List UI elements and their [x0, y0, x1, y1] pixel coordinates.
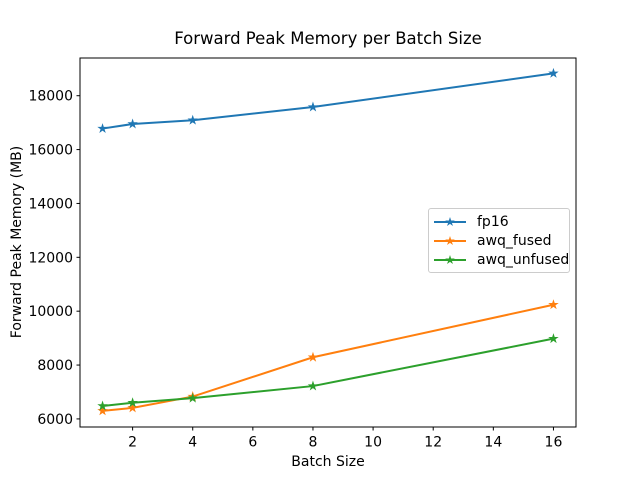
star-marker-icon	[548, 299, 559, 310]
x-tick-label: 6	[248, 435, 257, 451]
x-tick-label: 16	[545, 435, 563, 451]
legend-line-sample-icon	[434, 235, 466, 245]
x-tick-label: 4	[188, 435, 197, 451]
series-fp16	[97, 67, 559, 134]
legend-line-sample-icon	[434, 216, 466, 226]
chart-title: Forward Peak Memory per Batch Size	[174, 29, 482, 48]
y-tick-label: 16000	[28, 143, 73, 159]
x-tick-label: 12	[424, 435, 442, 451]
y-tick-label: 12000	[28, 250, 73, 266]
legend-entry-awq-fused: awq_fused	[433, 231, 569, 250]
legend-label: fp16	[477, 213, 509, 230]
star-marker-icon	[187, 114, 198, 125]
y-axis-label: Forward Peak Memory (MB)	[9, 145, 25, 339]
star-marker-icon	[187, 392, 198, 403]
star-marker-icon	[97, 400, 108, 411]
y-tick-label: 8000	[37, 358, 73, 374]
x-axis-label: Batch Size	[291, 454, 365, 470]
legend-label: awq_unfused	[477, 251, 570, 268]
star-marker-icon	[127, 118, 138, 129]
star-marker-icon	[127, 397, 138, 408]
series-line	[101, 337, 555, 407]
star-marker-icon	[548, 67, 559, 78]
star-marker-icon	[307, 380, 319, 391]
y-axis: 6000 8000 10000 12000 14000 16000 18000	[28, 89, 80, 428]
y-tick-label: 10000	[28, 304, 73, 320]
legend-sample-star-icon	[445, 235, 455, 245]
legend: fp16 awq_fused awq_unfused	[428, 208, 570, 273]
legend-entry-awq-unfused: awq_unfused	[433, 250, 569, 269]
star-marker-icon	[548, 333, 559, 344]
x-tick-label: 8	[309, 435, 318, 451]
series-awq_fused	[97, 299, 559, 416]
series-line	[101, 72, 555, 130]
legend-entry-fp16: fp16	[433, 212, 569, 231]
star-marker-icon	[307, 101, 319, 112]
x-tick-label: 2	[128, 435, 137, 451]
legend-label: awq_fused	[477, 232, 552, 249]
legend-line-sample-icon	[434, 254, 466, 264]
legend-sample-star-icon	[445, 216, 455, 226]
axes-spines	[79, 57, 577, 428]
y-tick-label: 14000	[28, 196, 73, 212]
series-awq_unfused	[97, 333, 559, 411]
y-tick-label: 18000	[28, 89, 73, 105]
star-marker-icon	[97, 123, 108, 134]
legend-sample-star-icon	[445, 254, 455, 264]
star-marker-icon	[127, 402, 138, 413]
series-line	[101, 303, 555, 412]
x-tick-label: 10	[364, 435, 382, 451]
star-marker-icon	[97, 405, 108, 416]
x-tick-label: 14	[484, 435, 502, 451]
star-marker-icon	[307, 351, 319, 362]
y-tick-label: 6000	[37, 412, 73, 428]
x-axis: 2 4 6 8 10 12 14 16	[128, 427, 562, 451]
